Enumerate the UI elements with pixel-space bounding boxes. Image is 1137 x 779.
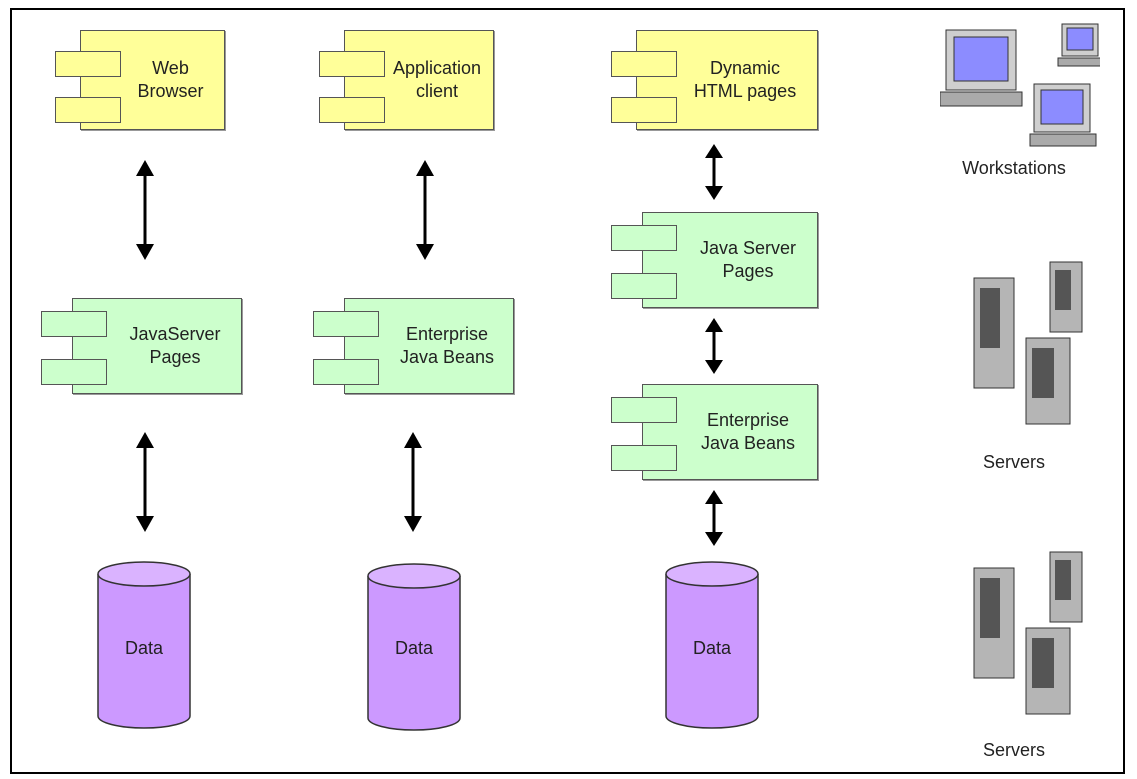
server-icon	[973, 261, 1083, 425]
javaserver-pages-component: JavaServer Pages	[41, 298, 242, 394]
application-client-label: Application client	[392, 58, 482, 101]
double-arrow	[136, 432, 154, 532]
web-browser-label: Web Browser	[137, 58, 204, 101]
data-label: Data	[124, 638, 164, 658]
double-arrow	[136, 160, 154, 260]
data-cylinder: Data	[664, 560, 760, 730]
java-server-pages-component: Java Server Pages	[611, 212, 818, 308]
dynamic-html-pages-component: Dynamic HTML pages	[611, 30, 818, 130]
server-icon	[973, 551, 1083, 715]
java-server-pages-label: Java Server Pages	[699, 238, 797, 281]
workstations-label: Workstations	[962, 158, 1066, 178]
enterprise-java-beans-component: Enterprise Java Beans	[313, 298, 514, 394]
double-arrow	[416, 160, 434, 260]
application-client-component: Application client	[319, 30, 494, 130]
enterprise-java-beans-label-2: Enterprise Java Beans	[700, 410, 796, 453]
data-label: Data	[692, 638, 732, 658]
enterprise-java-beans-label: Enterprise Java Beans	[399, 324, 495, 367]
workstation-icon	[940, 23, 1100, 147]
double-arrow	[705, 144, 723, 200]
data-label: Data	[394, 638, 434, 658]
double-arrow	[705, 490, 723, 546]
dynamic-html-pages-label: Dynamic HTML pages	[693, 58, 797, 101]
web-browser-component: Web Browser	[55, 30, 225, 130]
javaserver-pages-label: JavaServer Pages	[129, 324, 221, 367]
double-arrow	[705, 318, 723, 374]
data-cylinder: Data	[366, 562, 462, 732]
double-arrow	[404, 432, 422, 532]
servers-label: Servers	[982, 452, 1045, 472]
data-cylinder: Data	[96, 560, 192, 730]
enterprise-java-beans-component-2: Enterprise Java Beans	[611, 384, 818, 480]
servers-label: Servers	[982, 740, 1045, 760]
